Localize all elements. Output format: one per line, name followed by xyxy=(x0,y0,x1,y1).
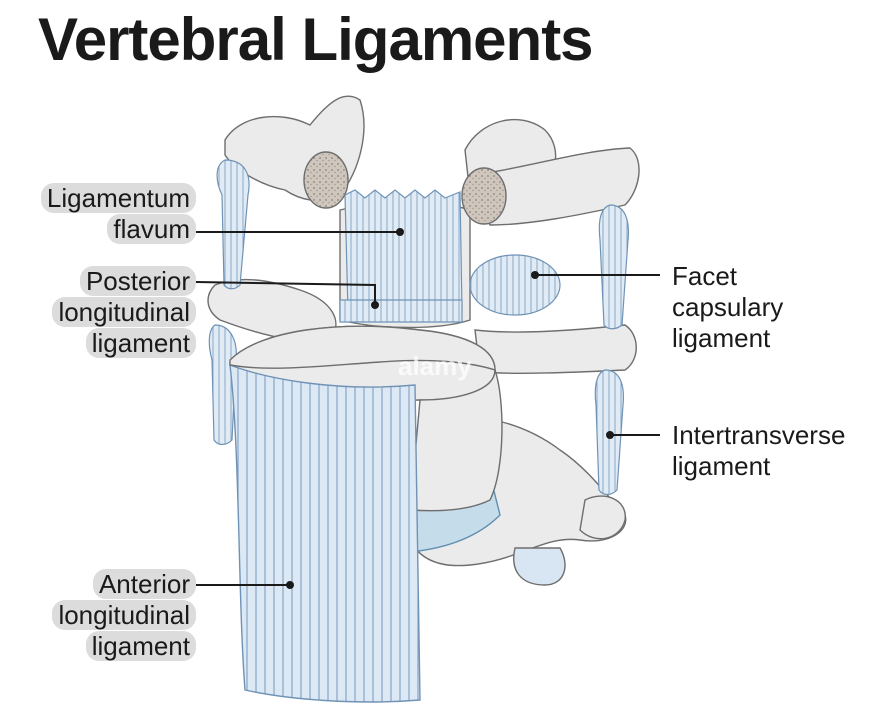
diagram-title: Vertebral Ligaments xyxy=(38,6,594,73)
posterior-longitudinal-ligament xyxy=(339,299,463,323)
watermark: alamy xyxy=(398,351,472,381)
facet-capsule xyxy=(469,254,561,316)
label-anterior-longitudinal-ligament: Anterior longitudinal ligament xyxy=(52,569,196,662)
leader-lines xyxy=(195,228,660,589)
ligamentum-flavum xyxy=(344,189,463,313)
label-posterior-longitudinal-ligament: Posterior longitudinal ligament xyxy=(52,266,196,359)
label-ligamentum-flavum: Ligamentum flavum xyxy=(40,183,196,245)
cut-bone-ends xyxy=(303,151,507,225)
label-intertransverse-ligament: Intertransverse ligament xyxy=(672,420,846,481)
anterior-longitudinal-ligament xyxy=(229,363,421,703)
label-facet-capsulary-ligament: Facet capsulary ligament xyxy=(672,261,784,353)
